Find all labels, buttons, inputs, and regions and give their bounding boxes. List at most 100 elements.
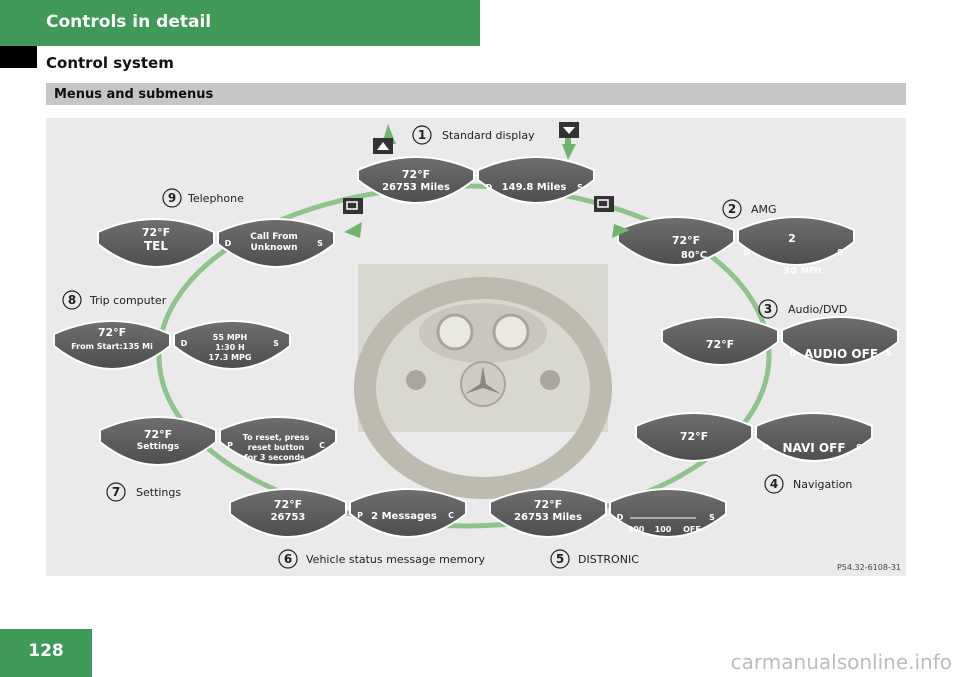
svg-text:55 MPH: 55 MPH xyxy=(213,333,247,342)
svg-text:100: 100 xyxy=(655,525,672,534)
display-navi-right: D NAVI OFF S xyxy=(755,412,873,462)
svg-text:Unknown: Unknown xyxy=(250,243,297,253)
svg-text:80°C: 80°C xyxy=(681,250,707,261)
svg-text:TEL: TEL xyxy=(144,239,168,253)
svg-text:72°F: 72°F xyxy=(706,338,734,351)
svg-text:OFF: OFF xyxy=(683,525,701,534)
svg-text:D: D xyxy=(181,339,188,348)
watermark-text: carmanualsonline.info xyxy=(730,650,952,674)
svg-text:MPH: MPH xyxy=(801,266,822,275)
svg-text:AMG: AMG xyxy=(751,203,777,216)
svg-text:S: S xyxy=(577,183,583,192)
header-bar: Controls in detail xyxy=(0,0,480,46)
arrow-left xyxy=(344,222,362,238)
svg-text:C: C xyxy=(448,511,454,520)
display-settings-left: 72°F Settings xyxy=(99,416,217,466)
display-trip-right: D 55 MPH 1:30 H 17.3 MPG S xyxy=(173,320,291,370)
svg-text:72°F: 72°F xyxy=(402,168,430,181)
page-number: 128 xyxy=(28,641,64,661)
callout-1: 1 Standard display xyxy=(412,125,535,145)
menu-diagram: 72°F 26753 Miles D 149.8 Miles S 72°F 80… xyxy=(53,122,901,572)
svg-text:72°F: 72°F xyxy=(274,498,302,511)
display-amg-left: 72°F 80°C xyxy=(617,216,735,266)
svg-text:To reset, press: To reset, press xyxy=(243,433,310,442)
svg-text:7: 7 xyxy=(112,485,120,499)
svg-text:S: S xyxy=(886,349,892,358)
display-tel-left: 72°F TEL xyxy=(97,218,215,268)
section-bar: Menus and submenus xyxy=(46,83,906,105)
svg-text:S: S xyxy=(837,248,843,257)
svg-text:S: S xyxy=(273,339,279,348)
svg-text:17.3 MPG: 17.3 MPG xyxy=(209,353,252,362)
svg-text:72°F: 72°F xyxy=(142,226,170,239)
svg-text:D: D xyxy=(225,239,232,248)
display-tel-right: D Call From Unknown S xyxy=(217,218,335,268)
svg-text:1:30 H: 1:30 H xyxy=(215,343,244,352)
callout-5: 5 DISTRONIC xyxy=(550,549,639,569)
svg-text:72°F: 72°F xyxy=(672,234,700,247)
svg-text:5: 5 xyxy=(556,552,564,566)
svg-text:Audio/DVD: Audio/DVD xyxy=(788,303,847,316)
svg-text:6: 6 xyxy=(284,552,292,566)
svg-text:Navigation: Navigation xyxy=(793,478,852,491)
svg-text:reset button: reset button xyxy=(248,443,305,452)
svg-text:D: D xyxy=(486,183,493,192)
svg-text:D: D xyxy=(617,513,624,522)
svg-text:149.8 Miles: 149.8 Miles xyxy=(502,182,567,193)
display-distronic-right: D 300 100 OFF S xyxy=(609,488,727,538)
svg-text:DISTRONIC: DISTRONIC xyxy=(578,553,639,566)
svg-text:3: 3 xyxy=(764,302,772,316)
svg-text:2 Messages: 2 Messages xyxy=(371,511,437,522)
callout-9: 9 Telephone xyxy=(162,188,244,208)
svg-text:C: C xyxy=(319,441,325,450)
svg-text:D: D xyxy=(790,349,797,358)
display-trip-left: 72°F From Start:135 Mi xyxy=(53,320,171,370)
svg-text:S: S xyxy=(856,443,862,452)
callout-2: 2 AMG xyxy=(722,199,777,219)
black-tab-marker xyxy=(0,46,37,68)
svg-text:D: D xyxy=(744,248,751,257)
display-message-left: 72°F 26753 xyxy=(229,488,347,538)
callout-7: 7 Settings xyxy=(106,482,181,502)
arrow-right xyxy=(612,224,630,238)
display-audio-left: 72°F xyxy=(661,316,779,366)
svg-text:Call From: Call From xyxy=(250,232,298,242)
svg-text:2: 2 xyxy=(788,232,796,245)
display-audio-right: D AUDIO OFF S xyxy=(781,316,899,366)
section-heading: Menus and submenus xyxy=(54,87,214,102)
svg-text:72°F: 72°F xyxy=(144,428,172,441)
svg-text:72°F: 72°F xyxy=(680,430,708,443)
page-subtitle: Control system xyxy=(46,54,174,72)
menu-figure: 72°F 26753 Miles D 149.8 Miles S 72°F 80… xyxy=(46,118,906,576)
svg-text:300: 300 xyxy=(628,525,645,534)
svg-text:30: 30 xyxy=(783,266,797,277)
display-standard-right: D 149.8 Miles S xyxy=(477,156,595,204)
callout-6: 6 Vehicle status message memory xyxy=(278,549,486,569)
svg-text:Settings: Settings xyxy=(137,442,179,452)
svg-text:4: 4 xyxy=(770,477,778,491)
page-number-box: 128 xyxy=(0,629,92,677)
svg-text:Settings: Settings xyxy=(136,486,181,499)
svg-text:9: 9 xyxy=(168,191,176,205)
callout-8: 8 Trip computer xyxy=(62,290,167,310)
callout-3: 3 Audio/DVD xyxy=(758,299,847,319)
chapter-title: Controls in detail xyxy=(46,12,212,32)
display-standard-left: 72°F 26753 Miles xyxy=(357,156,475,204)
svg-text:8: 8 xyxy=(68,293,76,307)
svg-text:S: S xyxy=(317,239,323,248)
svg-text:P: P xyxy=(227,441,233,450)
svg-text:S: S xyxy=(709,513,715,522)
home-button-icon xyxy=(373,138,393,154)
svg-text:1: 1 xyxy=(418,128,426,142)
svg-text:26753 Miles: 26753 Miles xyxy=(514,512,582,523)
svg-text:26753 Miles: 26753 Miles xyxy=(382,182,450,193)
arrow-down xyxy=(562,134,576,160)
steering-wheel-photo xyxy=(354,264,612,499)
svg-text:D: D xyxy=(763,443,770,452)
display-navi-left: 72°F xyxy=(635,412,753,462)
callout-4: 4 Navigation xyxy=(764,474,852,494)
display-settings-right: P To reset, press reset button for 3 sec… xyxy=(219,416,337,466)
svg-text:72°F: 72°F xyxy=(98,326,126,339)
scroll-down-button-icon xyxy=(559,122,579,138)
display-distronic-left: 72°F 26753 Miles xyxy=(489,488,607,538)
